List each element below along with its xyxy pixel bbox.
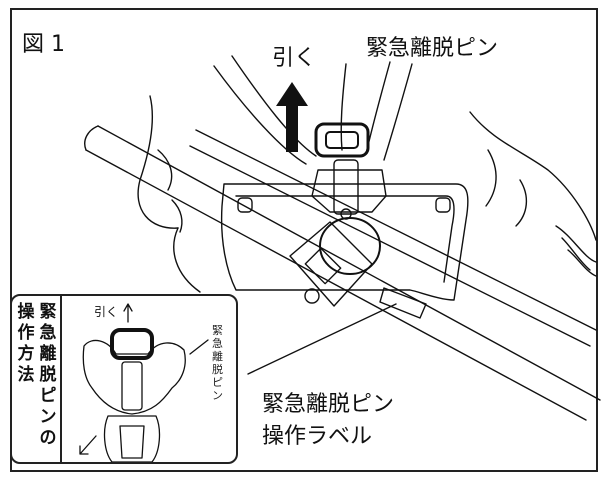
operation-label-sticker <box>379 287 427 319</box>
emergency-pin-label: 緊急離脱ピン <box>366 36 499 61</box>
inset-sticker-leader <box>189 339 209 355</box>
plate-rivet-right <box>435 197 451 213</box>
operation-method-inset: 緊急離脱ピンの 操作方法 引く 緊急離脱ピン <box>10 294 238 464</box>
inset-pull-label: 引く <box>94 305 119 319</box>
jacket-fold-2 <box>171 199 183 233</box>
rear-bar-top <box>195 129 597 331</box>
jacket-fold-4 <box>515 179 527 227</box>
jacket-left-outline <box>137 95 179 229</box>
inset-title-column-1: 緊急離脱ピンの <box>39 302 57 448</box>
strap-right-a <box>365 61 391 155</box>
inset-handle <box>110 328 154 360</box>
inset-buckle-outline <box>82 339 186 415</box>
harness-plate-inner <box>235 195 455 283</box>
operation-label-line1: 緊急離脱ピン <box>262 392 395 417</box>
buckle-center <box>333 159 359 215</box>
d-ring <box>319 217 381 275</box>
inset-divider <box>60 296 62 462</box>
pull-handle <box>314 122 370 158</box>
figure-frame <box>10 8 598 472</box>
strap-left-b <box>213 65 307 165</box>
jacket-fold-3 <box>485 149 497 207</box>
webbing-tab-slot <box>304 247 342 285</box>
jacket-right-cuff <box>555 225 597 263</box>
strap-center <box>340 63 347 151</box>
bar-end-cap <box>84 125 99 151</box>
buckle-body <box>311 169 387 213</box>
inset-release-arrow <box>79 435 97 455</box>
pull-handle-inner <box>325 131 359 149</box>
webbing-bolt <box>304 288 320 304</box>
webbing-tab <box>289 221 373 307</box>
harness-plate <box>220 183 469 301</box>
plate-rivet-left <box>237 197 253 213</box>
pull-label: 引く <box>272 46 317 71</box>
bar-top-edge <box>97 125 601 401</box>
rear-bar-bottom <box>189 145 591 347</box>
jacket-cuff-line-1 <box>561 237 591 271</box>
inset-clip <box>103 415 161 462</box>
operation-label-leader <box>247 303 397 375</box>
pull-arrow <box>276 82 308 152</box>
inset-title-column-2: 操作方法 <box>17 302 35 385</box>
strap-right-b <box>383 63 413 161</box>
jacket-fold-1 <box>157 149 173 191</box>
jacket-right-outline <box>469 111 597 241</box>
inset-sticker-text: 緊急離脱ピン <box>212 324 223 402</box>
figure-label: 図 1 <box>22 32 65 57</box>
operation-label-line2: 操作ラベル <box>262 424 373 449</box>
inset-buckle-stem <box>121 361 143 411</box>
inset-illustration <box>79 303 209 462</box>
inset-pull-arrow <box>123 303 133 323</box>
jacket-cuff-line-2 <box>567 249 597 277</box>
inset-clip-inner <box>119 425 145 459</box>
jacket-left-sleeve <box>173 227 201 293</box>
strap-left-a <box>231 55 317 157</box>
bar-bottom-edge <box>85 149 587 421</box>
